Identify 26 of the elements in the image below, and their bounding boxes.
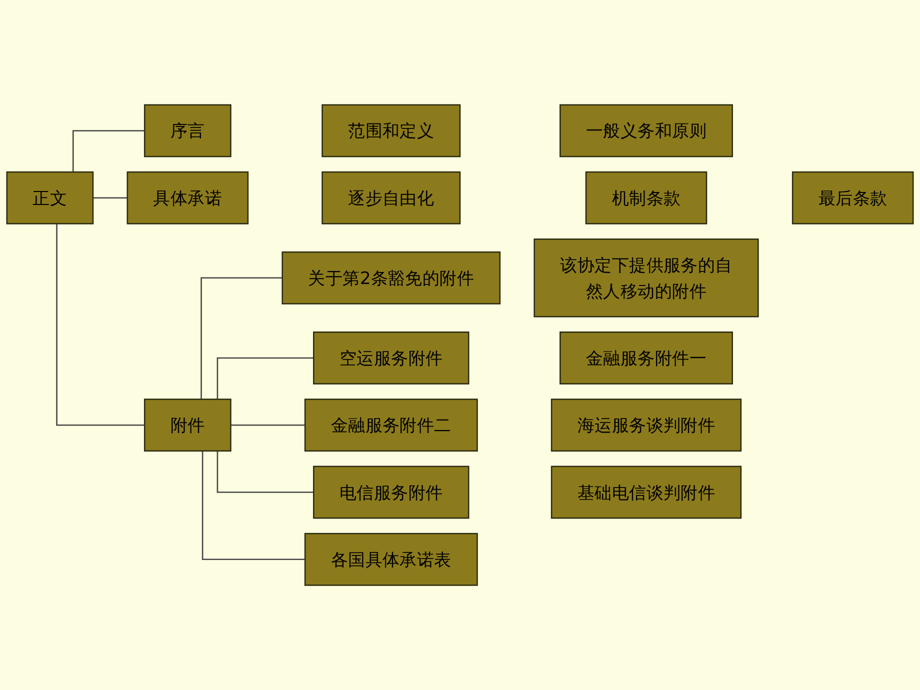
node-box: 关于第2条豁免的附件 [282,251,501,304]
node-box: 机制条款 [585,171,708,224]
node-box: 金融服务附件二 [304,398,478,452]
connector [202,450,306,560]
connector [56,224,145,426]
node-box: 海运服务谈判附件 [550,398,742,452]
node-box: 逐步自由化 [322,171,461,224]
connector [72,130,145,172]
node-box: 电信服务附件 [313,466,470,519]
node-box: 一般义务和原则 [560,104,733,158]
node-box: 金融服务附件一 [560,331,733,384]
node-box: 各国具体承诺表 [304,532,478,586]
node-box: 具体承诺 [126,171,249,224]
connector [216,450,314,493]
node-box: 基础电信谈判附件 [550,466,742,519]
node-box: 该协定下提供服务的自然人移动的附件 [534,238,759,318]
connector [92,197,128,198]
connector [216,357,314,400]
node-box: 范围和定义 [322,104,461,158]
node-box: 正文 [6,171,94,224]
node-box: 最后条款 [792,171,914,224]
node-box: 序言 [144,104,232,158]
connector [230,424,306,426]
node-box: 空运服务附件 [313,331,470,384]
connector [200,277,282,400]
node-box: 附件 [144,398,232,452]
